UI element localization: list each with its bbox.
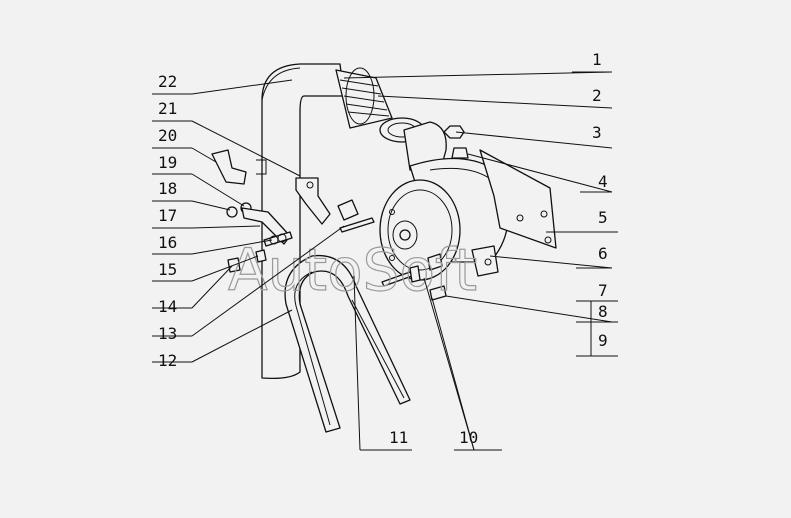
callout-8: 8 bbox=[598, 302, 608, 321]
small-bracket bbox=[295, 177, 331, 225]
hose-u-inner bbox=[294, 271, 331, 426]
coolant-pipe bbox=[261, 63, 345, 380]
callout-1: 1 bbox=[592, 50, 602, 69]
hose-u-outer bbox=[284, 254, 411, 433]
callout-7: 7 bbox=[598, 281, 608, 300]
callout-2: 2 bbox=[592, 86, 602, 105]
callout-19: 19 bbox=[158, 153, 177, 172]
hex-nut bbox=[255, 249, 267, 263]
callout-22: 22 bbox=[158, 72, 177, 91]
callout-13: 13 bbox=[158, 324, 177, 343]
leader-lines bbox=[152, 71, 618, 451]
bolt-set bbox=[381, 253, 447, 301]
callout-6: 6 bbox=[598, 244, 608, 263]
callout-16: 16 bbox=[158, 233, 177, 252]
callout-10: 10 bbox=[459, 428, 478, 447]
callout-12: 12 bbox=[158, 351, 177, 370]
callout-labels: 1 2 3 4 5 6 7 8 9 10 11 12 13 14 15 16 1… bbox=[158, 50, 608, 447]
callout-15: 15 bbox=[158, 260, 177, 279]
spacer-sleeve bbox=[337, 199, 359, 221]
watermark: AutoSoft bbox=[228, 236, 477, 304]
callout-14: 14 bbox=[158, 297, 177, 316]
callout-3: 3 bbox=[592, 123, 602, 142]
mounting-bracket bbox=[479, 149, 557, 249]
elbow-fitting bbox=[211, 149, 247, 185]
nut bbox=[226, 206, 238, 218]
clip-bracket bbox=[241, 207, 291, 245]
callout-5: 5 bbox=[598, 208, 608, 227]
long-bolt bbox=[339, 217, 375, 233]
callout-21: 21 bbox=[158, 99, 177, 118]
callout-4: 4 bbox=[598, 172, 608, 191]
plug-bolt bbox=[443, 125, 465, 139]
callout-17: 17 bbox=[158, 206, 177, 225]
callout-9: 9 bbox=[598, 331, 608, 350]
part-drawings bbox=[211, 63, 557, 433]
callout-18: 18 bbox=[158, 179, 177, 198]
callout-20: 20 bbox=[158, 126, 177, 145]
callout-11: 11 bbox=[389, 428, 408, 447]
